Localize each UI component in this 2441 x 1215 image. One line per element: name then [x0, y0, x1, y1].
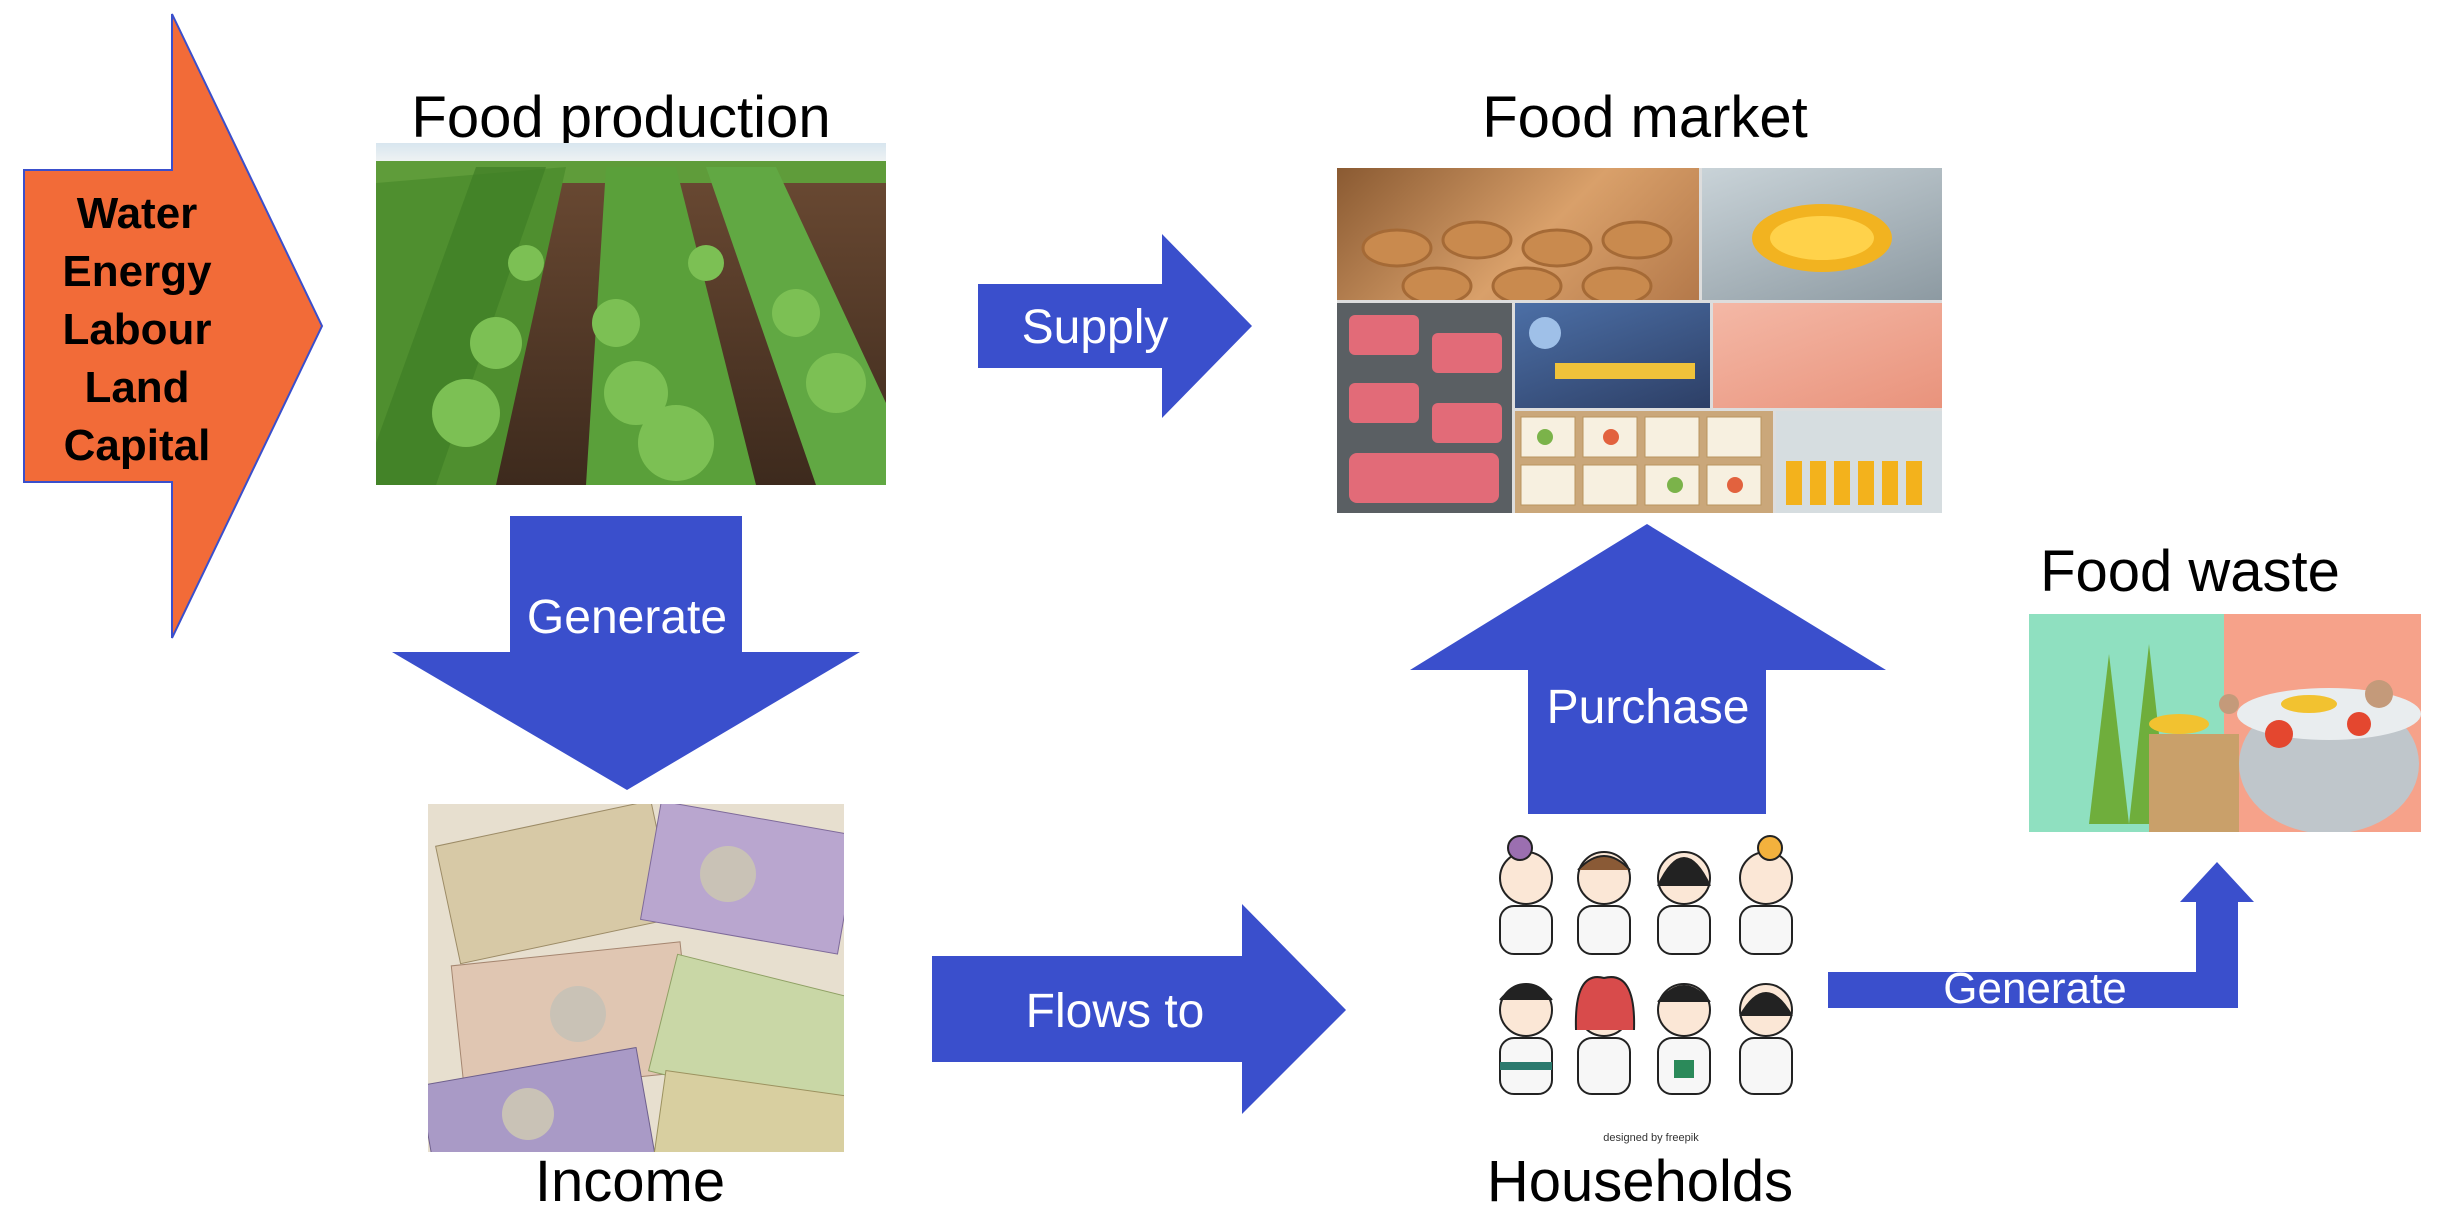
households-title: Households	[1486, 1149, 1794, 1214]
purchase-arrow	[1410, 524, 1886, 814]
crop-field-image	[376, 143, 886, 485]
input-water: Water	[76, 189, 198, 238]
bread-rolls-photo	[1337, 168, 1699, 300]
food-market-collage	[1337, 168, 1942, 513]
inputs-arrow	[23, 13, 324, 639]
image-credit: designed by freepik	[1603, 1132, 1699, 1144]
households-illustration: designed by freepik	[1478, 830, 1820, 1150]
input-land: Land	[84, 363, 190, 412]
supply-arrow	[978, 234, 1252, 418]
food-waste-image	[2029, 614, 2421, 832]
processing-machine-photo	[1702, 168, 1942, 300]
flows-to-label: Flows to	[1025, 985, 1205, 1038]
fish-fillets-photo	[1713, 303, 1942, 408]
food-production-title: Food production	[411, 85, 831, 150]
flows-to-arrow	[932, 904, 1346, 1114]
supply-label: Supply	[1021, 301, 1169, 354]
banknotes-image	[428, 804, 844, 1152]
input-capital: Capital	[63, 421, 211, 470]
income-title: Income	[534, 1149, 726, 1214]
production-inputs-list: Water Energy Labour Land Capital	[22, 185, 252, 475]
food-market-title: Food market	[1482, 85, 1808, 150]
purchase-label: Purchase	[1546, 681, 1750, 734]
generate-waste-label: Generate	[1943, 964, 2127, 1013]
factory-workers-photo	[1515, 303, 1710, 408]
food-waste-title: Food waste	[2040, 539, 2340, 604]
input-labour: Labour	[62, 305, 212, 354]
packaged-meat-photo	[1337, 303, 1512, 513]
input-energy: Energy	[62, 247, 212, 296]
generate-waste-arrow	[1828, 862, 2254, 1008]
bottling-line-photo	[1776, 411, 1942, 513]
generate-income-arrow	[392, 516, 860, 790]
generate-income-label: Generate	[526, 591, 728, 644]
ready-meals-photo	[1515, 411, 1773, 513]
